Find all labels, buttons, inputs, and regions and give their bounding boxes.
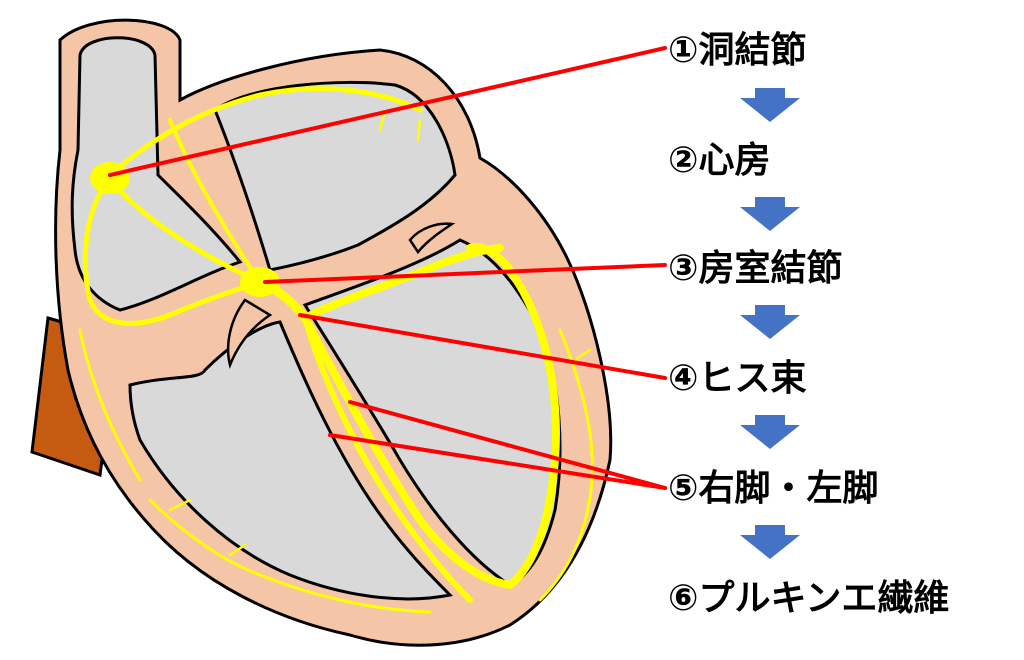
step-labels: ①洞結節 ②心房 ③房室結節 ④ヒス束 ⑤右脚・左脚 ⑥プルキンエ繊維 — [668, 30, 949, 619]
atrial-path-septal — [168, 118, 262, 284]
pointer-av-node — [263, 263, 667, 284]
valve-leaflet-left — [226, 298, 273, 370]
left-bundle-branch — [301, 243, 560, 589]
pointer-bundle-b — [328, 433, 667, 490]
step-label-1: ①洞結節 — [668, 30, 806, 71]
purkinje-branch-3 — [573, 348, 592, 362]
flow-arrows — [740, 88, 800, 559]
step-label-5: ⑤右脚・左脚 — [668, 468, 878, 509]
atrial-path-upper — [107, 86, 423, 178]
down-arrow-icon — [740, 197, 800, 231]
pointer-lines — [108, 46, 667, 490]
right-bundle-branch — [302, 315, 473, 603]
purkinje-branch-2 — [228, 543, 247, 557]
atrial-path-outer — [82, 175, 263, 326]
right-atrium — [70, 36, 243, 312]
pointer-his-bundle — [298, 313, 667, 380]
sinoatrial-node — [90, 162, 130, 194]
step-label-4: ④ヒス束 — [668, 358, 806, 399]
left-bundle-upper — [301, 244, 504, 322]
atrial-path-middle — [107, 177, 263, 285]
step-label-2: ②心房 — [668, 140, 770, 181]
purkinje-branch-1 — [168, 498, 192, 512]
purkinje-lower-left — [148, 498, 432, 614]
down-arrow-icon — [740, 88, 800, 122]
valve-leaflet-right — [408, 222, 456, 255]
step-label-6: ⑥プルキンエ繊維 — [668, 578, 949, 619]
down-arrow-icon — [740, 305, 800, 339]
left-atrium — [213, 80, 457, 272]
atrioventricular-node — [240, 267, 280, 297]
down-arrow-icon — [740, 415, 800, 449]
purkinje-branch-5 — [416, 118, 422, 142]
pointer-sa-node — [108, 46, 667, 177]
pointer-bundle-a — [348, 400, 667, 490]
step-label-3: ③房室結節 — [668, 248, 842, 289]
down-arrow-icon — [740, 525, 800, 559]
purkinje-left-outer — [78, 328, 142, 482]
purkinje-right-outer — [538, 328, 594, 602]
